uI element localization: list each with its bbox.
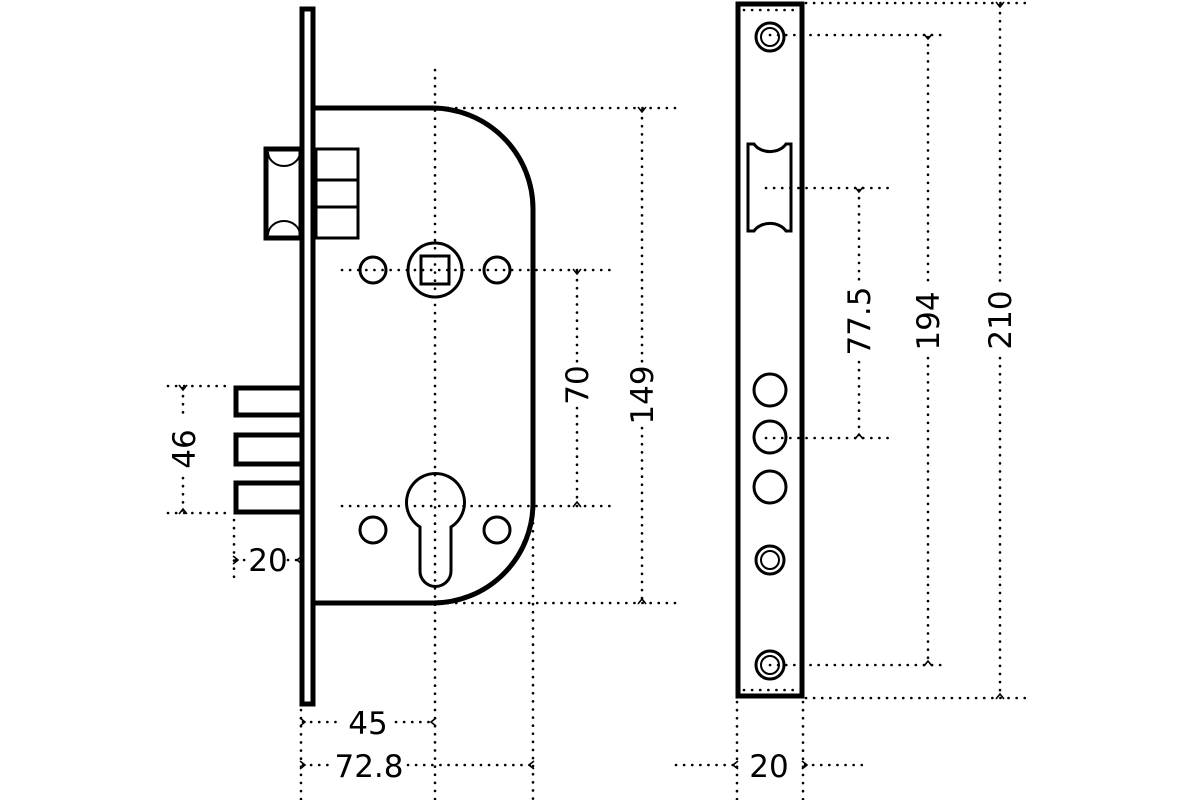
- screw-middle: [754, 544, 786, 576]
- bolt-hole: [752, 469, 788, 505]
- dim-46: 46: [167, 429, 203, 468]
- faceplate-side: [299, 6, 316, 707]
- latch-opening: [746, 142, 793, 233]
- dim-194: 194: [911, 291, 947, 350]
- screw-top: [754, 21, 786, 53]
- bolt-hole: [752, 419, 788, 455]
- dim-72-8: 72.8: [334, 749, 403, 785]
- dim-20-faceplate: 20: [749, 749, 788, 785]
- dead-bolts: [233, 385, 301, 515]
- latch-bolt: [263, 146, 360, 241]
- dim-77-5: 77.5: [842, 286, 878, 355]
- dim-20-bolt: 20: [248, 543, 287, 579]
- bolt-hole: [752, 372, 788, 408]
- dim-149: 149: [625, 365, 661, 424]
- faceplate-front: [735, 1, 805, 699]
- dim-45: 45: [348, 706, 387, 742]
- dim-210: 210: [983, 290, 1019, 349]
- side-view: 70 149 46 20 45 72.8: [166, 6, 682, 800]
- cylinder-hole: [358, 471, 512, 588]
- dim-70: 70: [560, 365, 596, 404]
- lock-case: [314, 105, 536, 606]
- front-view: 77.5 194 210 20: [674, 1, 1032, 800]
